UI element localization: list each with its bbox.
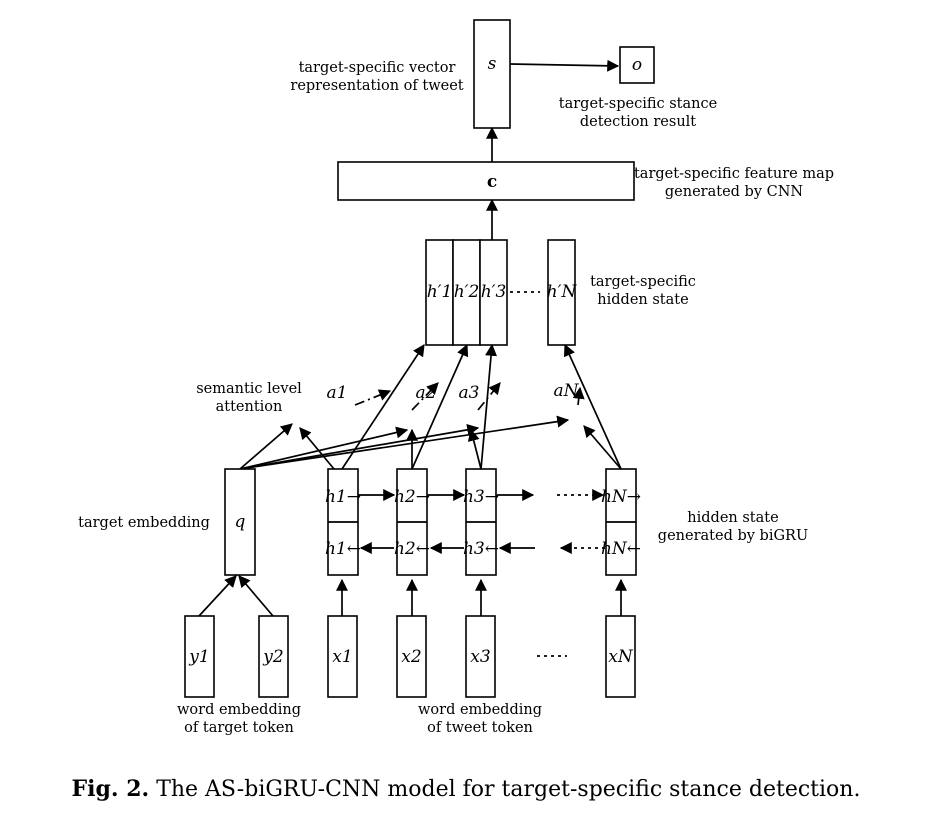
target-token-box <box>184 615 215 698</box>
label-line: generated by CNN <box>665 184 804 200</box>
label-line: of target token <box>184 720 294 736</box>
label-line: attention <box>216 399 283 415</box>
label-line: hidden state <box>597 292 688 308</box>
h-forward-2: h2→ <box>394 487 430 507</box>
connections <box>198 59 627 657</box>
h-forward-1: h1→ <box>325 487 361 507</box>
h-prime-3: h′3 <box>481 282 507 302</box>
h-prime-1: h′1 <box>427 282 453 302</box>
h-prime-box <box>425 239 454 346</box>
x-2: x2 <box>401 647 421 667</box>
target-token-box <box>258 615 289 698</box>
bigru-hidden-states: h1→ h2→ h3→ hN→ h1← h2← h3← hN← <box>325 468 641 576</box>
bigru-hidden-label: hidden state generated by biGRU <box>658 510 808 544</box>
x-1: x1 <box>332 647 352 667</box>
attention-label: semantic level attention <box>196 381 302 415</box>
tweet-token-box <box>396 615 427 698</box>
tweet-vector-label: target-specific vector representation of … <box>290 60 463 94</box>
caption-text: The AS-biGRU-CNN model for target-specif… <box>156 777 861 802</box>
feature-map-label: target-specific feature map generated by … <box>634 166 834 200</box>
label-line: word embedding <box>177 702 301 718</box>
attention-weights: a1 a2 a3 aN <box>327 381 580 403</box>
tweet-token-box <box>605 615 636 698</box>
h-forward-n: hN→ <box>601 487 641 507</box>
label-line: detection result <box>580 114 696 130</box>
tweet-token-box <box>465 615 496 698</box>
c-symbol: c <box>487 172 497 192</box>
feature-map-box <box>337 161 635 201</box>
a-1: a1 <box>327 383 348 403</box>
a-2: a2 <box>416 383 437 403</box>
h-backward-1: h1← <box>325 539 361 559</box>
target-token-label: word embedding of target token <box>177 702 301 736</box>
h-forward-3: h3→ <box>463 487 499 507</box>
a-n: aN <box>553 381 579 401</box>
label-line: target-specific <box>590 274 696 290</box>
h-prime-box <box>479 239 508 346</box>
stance-output-box <box>619 46 655 84</box>
hidden-target-label: target-specific hidden state <box>590 274 696 308</box>
descriptive-labels: target-specific vector representation of … <box>78 60 834 736</box>
label-line: target-specific feature map <box>634 166 834 182</box>
label-line: representation of tweet <box>290 78 463 94</box>
label-line: hidden state <box>687 510 778 526</box>
h-backward-n: hN← <box>601 539 641 559</box>
h-prime-box <box>452 239 481 346</box>
label-line: target-specific stance <box>559 96 717 112</box>
tweet-token-box <box>327 615 358 698</box>
h-prime-n: h′N <box>547 282 578 302</box>
h-backward-2: h2← <box>394 539 430 559</box>
y-2: y2 <box>262 647 283 667</box>
s-symbol: s <box>488 54 497 74</box>
x-3: x3 <box>470 647 490 667</box>
label-line: of tweet token <box>427 720 533 736</box>
label-line: word embedding <box>418 702 542 718</box>
target-specific-hidden-states: h′1 h′2 h′3 h′N <box>425 239 578 346</box>
q-symbol: q <box>235 512 246 532</box>
stance-result-label: target-specific stance detection result <box>559 96 717 130</box>
a-3: a3 <box>459 383 480 403</box>
figure-caption: Fig. 2. The AS-biGRU-CNN model for targe… <box>0 776 932 802</box>
label-line: generated by biGRU <box>658 528 808 544</box>
o-symbol: o <box>632 55 642 75</box>
h-prime-box <box>547 239 576 346</box>
caption-prefix: Fig. 2. <box>71 776 150 802</box>
tweet-token-label: word embedding of tweet token <box>418 702 542 736</box>
h-prime-2: h′2 <box>454 282 480 302</box>
h-backward-3: h3← <box>463 539 499 559</box>
label-line: semantic level <box>196 381 302 397</box>
word-embeddings: y1 y2 x1 x2 x3 xN <box>184 615 636 698</box>
x-n: xN <box>608 647 634 667</box>
y-1: y1 <box>188 647 209 667</box>
tweet-vector-box <box>473 19 511 129</box>
target-embedding-label: target embedding <box>78 515 210 531</box>
target-embedding-box <box>224 468 256 576</box>
label-line: target-specific vector <box>299 60 456 76</box>
